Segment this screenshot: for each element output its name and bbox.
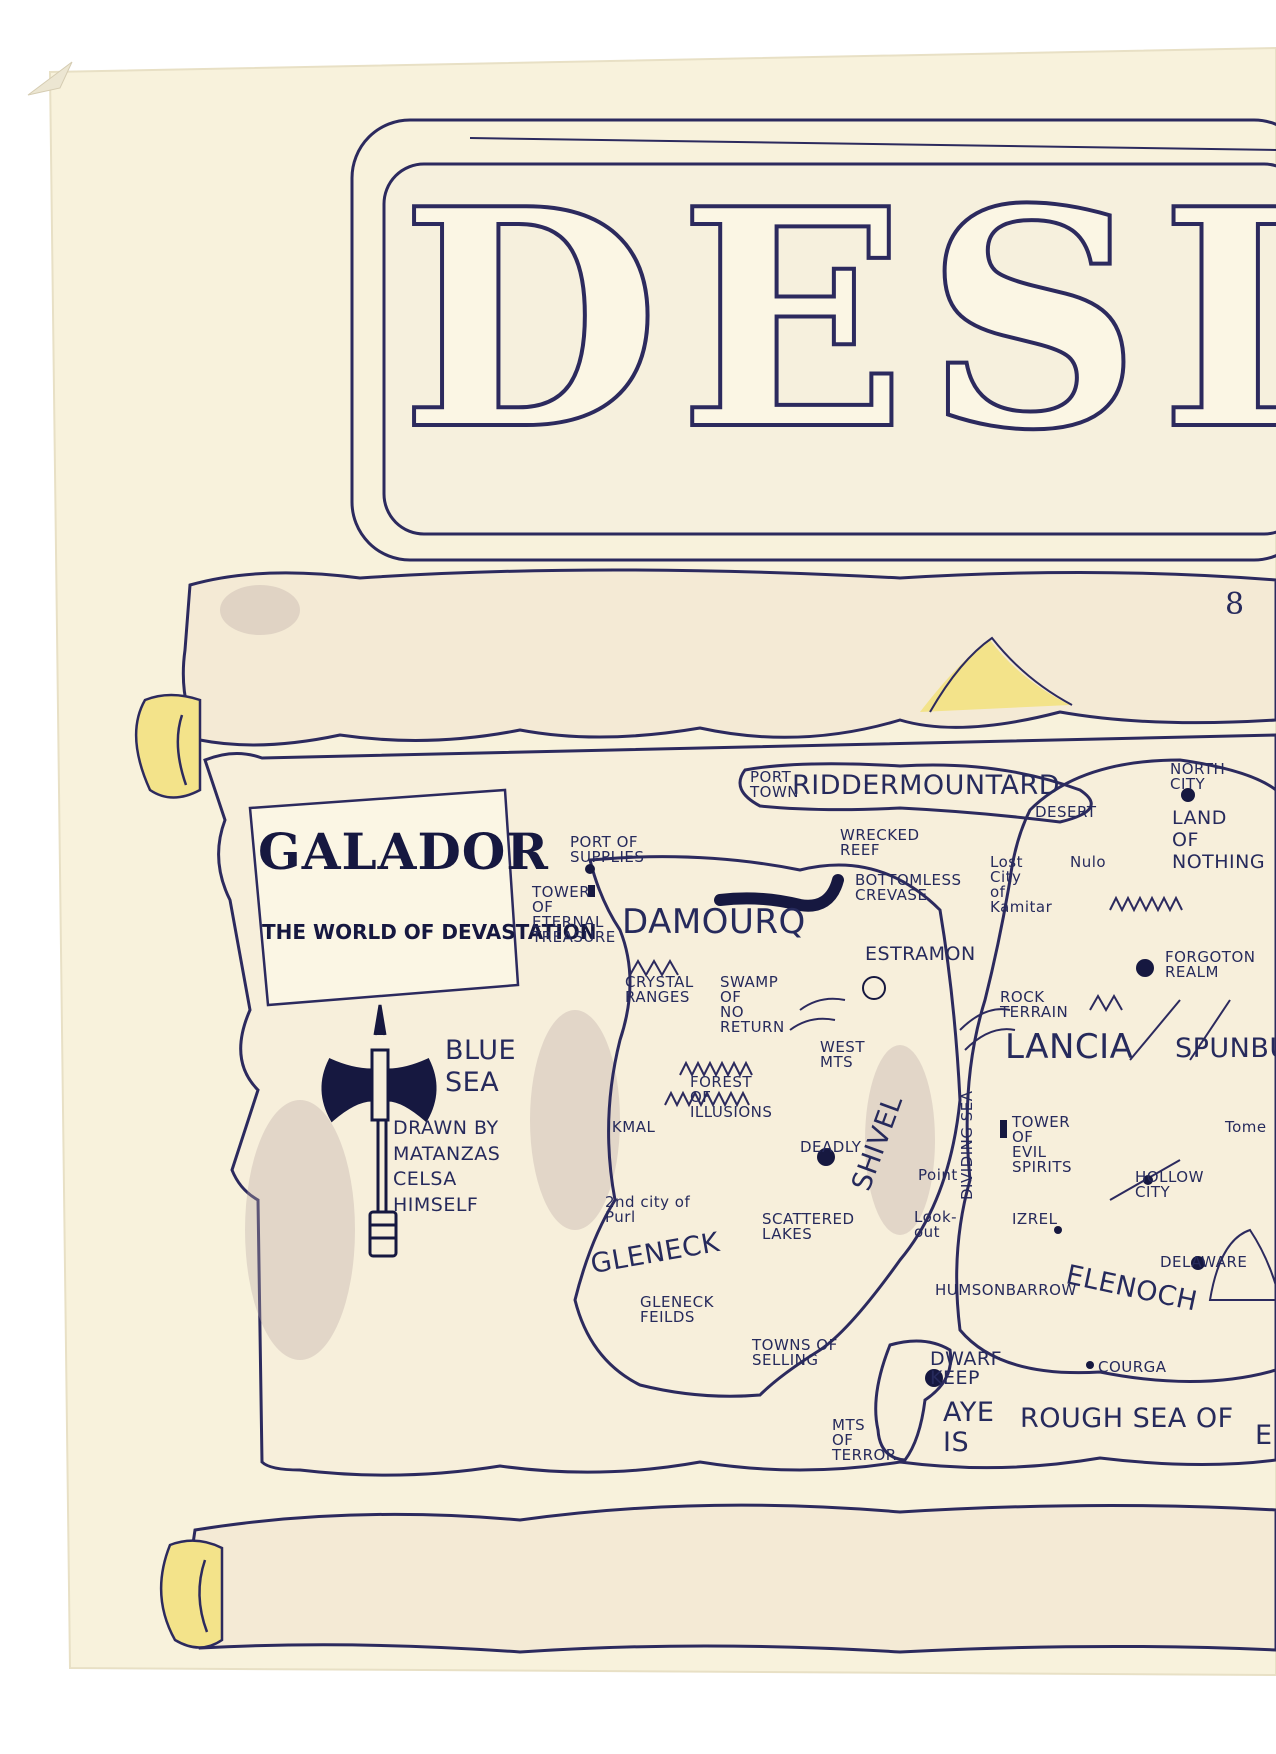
label-ridderman: RIDDERMOUNTARD <box>792 770 1061 801</box>
label-scattered-lakes: SCATTERED LAKES <box>762 1210 855 1243</box>
label-dwarf-keep: DWARF KEEP <box>930 1348 1003 1389</box>
label-spunbu: SPUNBU <box>1175 1033 1276 1064</box>
label-bottomless-crevasse: BOTTOMLESS CREVASE <box>855 871 962 904</box>
label-rough-sea: ROUGH SEA OF <box>1020 1403 1234 1434</box>
label-swamp: SWAMP OF NO RETURN <box>720 973 785 1036</box>
label-lookout: Look- out <box>914 1208 958 1241</box>
label-north-city: NORTH CITY <box>1170 760 1226 793</box>
page-number: 8 <box>1225 587 1245 622</box>
label-lost-city: Lost City of Kamitar <box>990 853 1053 916</box>
folded-corner <box>27 61 73 96</box>
label-gleneck-fields: GLENECK FEILDS <box>640 1293 714 1326</box>
label-rock-terrain: ROCK TERRAIN <box>1000 988 1069 1021</box>
credit-text: DRAWN BY MATANZAS CELSA HIMSELF <box>393 1117 501 1216</box>
label-point: Point <box>918 1166 958 1184</box>
label-forest-of-illusion: FOREST OF ILLUSIONS <box>690 1073 773 1121</box>
label-ikmal: IKMAL <box>607 1118 656 1136</box>
page-title: DESIGN <box>398 143 1276 496</box>
scroll-bottom-roll <box>189 1503 1276 1654</box>
label-mts-of-terror: MTS OF TERROR <box>832 1416 897 1464</box>
label-tower-of-evil-spirits: TOWER OF EVIL SPIRITS <box>1012 1113 1073 1176</box>
scroll-top-end <box>134 693 202 799</box>
label-west-mts: WEST MTS <box>820 1038 865 1071</box>
coastlines <box>573 758 1276 1462</box>
label-e-cut: E <box>1255 1420 1273 1451</box>
label-2nd-city: 2nd city of Purl <box>605 1193 691 1226</box>
scroll-top-yellow <box>920 640 1070 712</box>
estramon-star <box>862 976 886 1000</box>
label-blue-sea: BLUE SEA <box>445 1035 517 1099</box>
western-continent <box>573 855 962 1398</box>
scroll-top-end-cap <box>176 714 188 786</box>
label-izrel: IZREL <box>1012 1210 1058 1228</box>
label-lancia: LANCIA <box>1005 1027 1134 1067</box>
axe-icon <box>321 1004 437 1258</box>
label-forgotten-realm: FORGOTON REALM <box>1165 948 1256 981</box>
label-port-of-supplies: PORT OF SUPPLIES <box>570 833 645 866</box>
label-wrecked-reef: WRECKED REEF <box>840 826 920 859</box>
title-frame-inner <box>382 162 1276 536</box>
label-delaware: DELAWARE <box>1160 1253 1248 1271</box>
map-subtitle: THE WORLD OF DEVASTATION <box>262 920 597 944</box>
label-hollow-city: HOLLOW CITY <box>1135 1168 1204 1201</box>
dwarf-keep-island <box>874 1339 953 1462</box>
scroll-bottom-end <box>159 1539 224 1649</box>
title-frame-outer <box>350 118 1276 562</box>
label-land-of-nothing: LAND OF NOTHING <box>1172 807 1266 873</box>
map-title: GALADOR <box>258 822 549 881</box>
label-port-town: PORT TOWN <box>750 768 800 801</box>
scroll-top-roll <box>181 568 1276 747</box>
label-tome: Tome <box>1225 1118 1267 1136</box>
label-nulo: Nulo <box>1070 853 1107 871</box>
eastern-continent <box>955 758 1276 1383</box>
label-tower-of-eternal-treasure: TOWER OF ETERNAL TREASURE <box>532 883 616 946</box>
bottomless-crevasse-blot <box>714 874 844 912</box>
label-courga: COURGA <box>1098 1358 1167 1376</box>
ridderman-island <box>738 762 1093 824</box>
label-humsonbarrow: HUMSONBARROW <box>935 1281 1077 1299</box>
label-estramon: ESTRAMON <box>865 943 976 965</box>
label-deadly: DEADLY <box>800 1138 862 1156</box>
label-damourq: DAMOURQ <box>622 902 806 942</box>
label-crystal-ranges: CRYSTAL RANGES <box>625 973 694 1006</box>
city-dots <box>585 788 1205 1387</box>
label-towns-of-selling: TOWNS OF SELLING <box>752 1336 838 1369</box>
label-aye-is: AYE IS <box>943 1397 995 1458</box>
label-desert: DESERT <box>1035 803 1097 821</box>
label-dividing-sea: DIVIDING SEA <box>958 1090 976 1200</box>
galador-banner <box>248 788 520 1007</box>
